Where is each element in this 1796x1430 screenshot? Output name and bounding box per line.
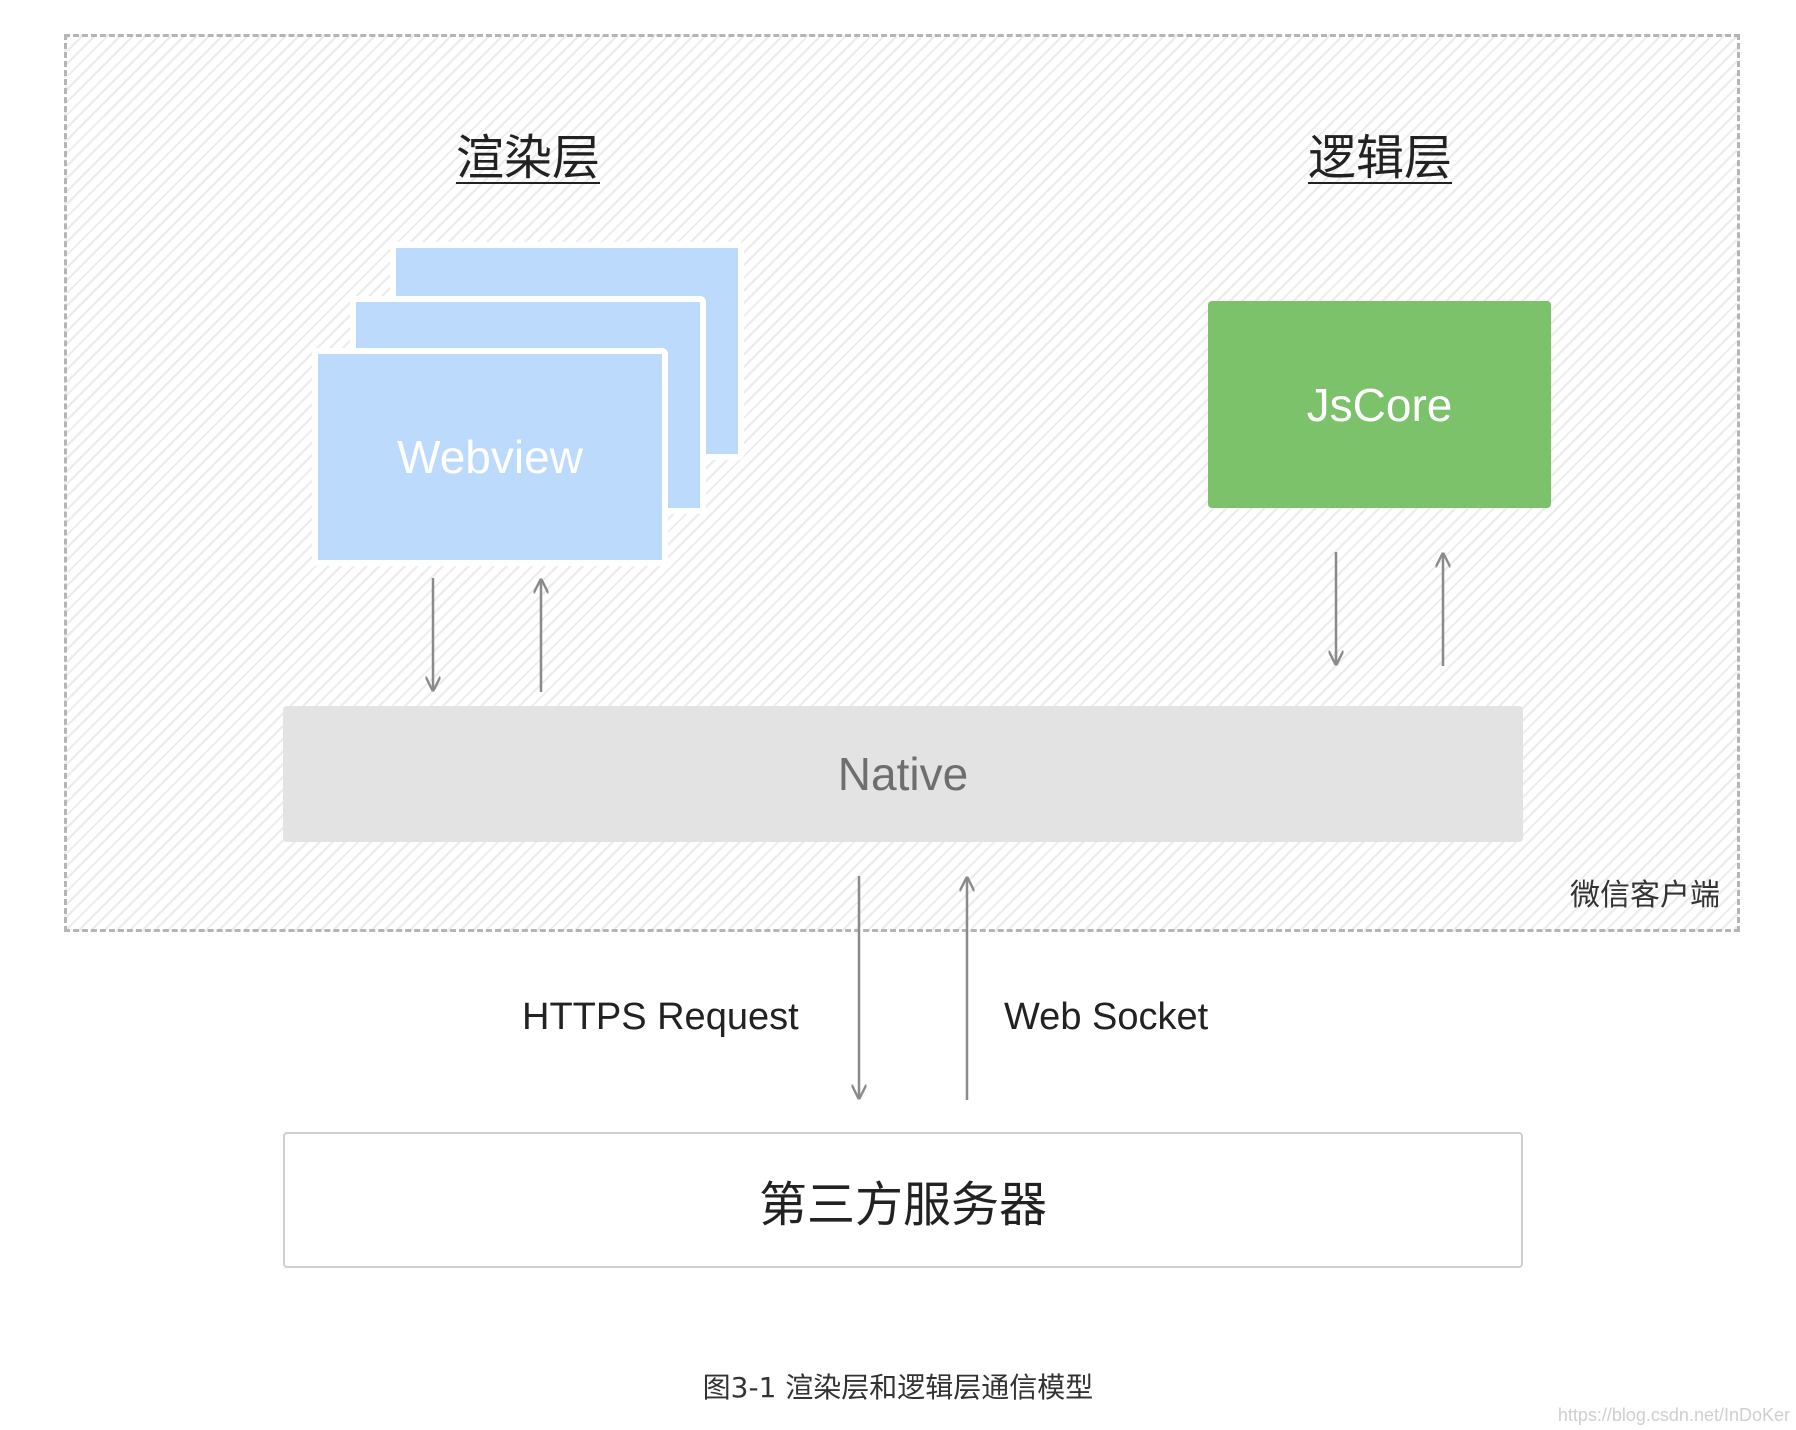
server-label: 第三方服务器 [758, 1177, 1047, 1233]
native-label: Native [837, 748, 969, 800]
jscore-label: JsCore [1306, 378, 1453, 431]
webview-label: Webview [397, 431, 583, 483]
web-socket-label: Web Socket [1004, 996, 1209, 1038]
third-party-server-box: 第三方服务器 [283, 1132, 1523, 1268]
webview-card-front: Webview [312, 348, 668, 566]
native-bar: Native [283, 706, 1523, 842]
watermark: https://blog.csdn.net/InDoKer [1557, 1405, 1790, 1425]
render-layer-title: 渲染层 [455, 130, 600, 186]
https-request-label: HTTPS Request [522, 996, 799, 1038]
jscore-box: JsCore [1208, 301, 1551, 508]
client-label: 微信客户端 [1570, 878, 1720, 913]
logic-layer-title: 逻辑层 [1307, 130, 1452, 186]
figure-caption: 图3-1 渲染层和逻辑层通信模型 [702, 1371, 1094, 1404]
